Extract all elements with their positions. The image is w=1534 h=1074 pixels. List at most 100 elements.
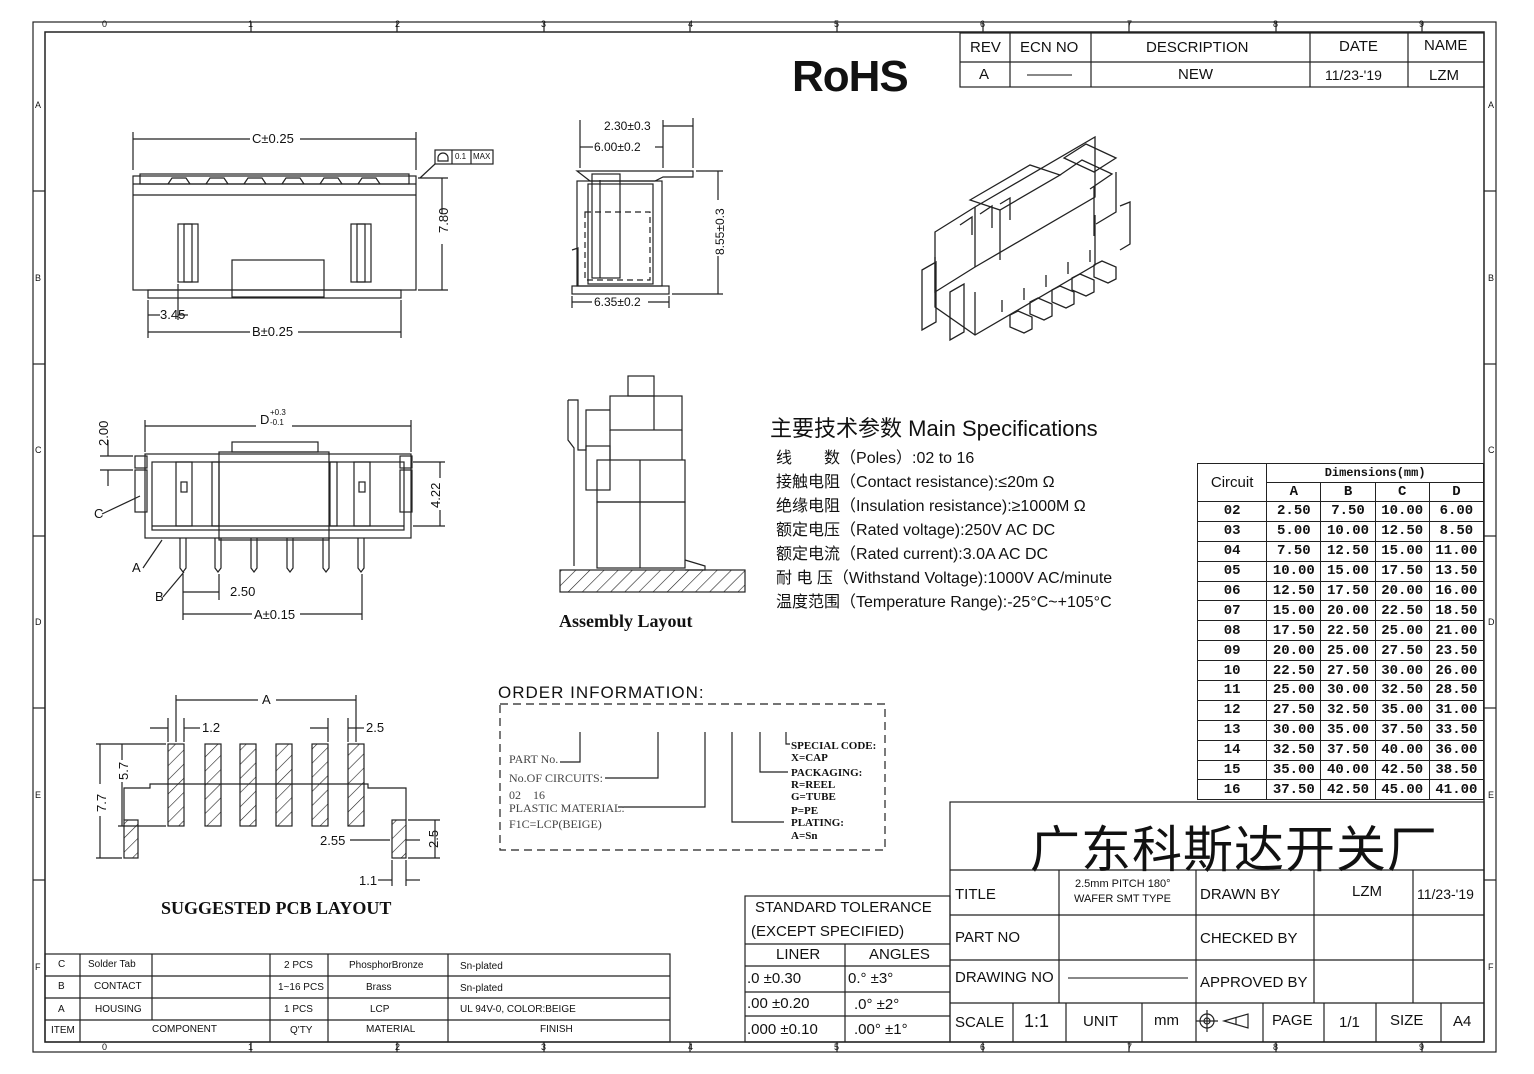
pcb-pitch: 2.5 bbox=[366, 720, 385, 735]
col-number: 1 bbox=[248, 19, 254, 29]
col-number: 3 bbox=[541, 19, 547, 29]
dimension-cell: 20.00 bbox=[1266, 640, 1322, 662]
spec-cn: 温度范围 bbox=[776, 594, 841, 611]
col-c-header: C bbox=[1374, 482, 1430, 502]
isometric-view-drawing bbox=[921, 135, 1131, 342]
dimension-cell: 10.00 bbox=[1374, 501, 1430, 522]
front-height-dimension: 4.22 bbox=[428, 482, 443, 508]
rev-header: REV bbox=[970, 39, 1001, 56]
side-height-dimension: 8.55±0.3 bbox=[713, 208, 727, 255]
spec-en: （Poles）:02 to 16 bbox=[840, 450, 975, 467]
angle-row: 0.° ±3° bbox=[848, 970, 894, 987]
approved-by-label: APPROVED BY bbox=[1200, 974, 1308, 991]
outer-frame bbox=[32, 21, 1497, 1053]
dimension-cell: 15.00 bbox=[1266, 600, 1322, 622]
dimension-cell: 35.00 bbox=[1320, 719, 1376, 741]
dimension-cell: 27.50 bbox=[1320, 660, 1376, 682]
dimension-cell: 35.00 bbox=[1266, 759, 1322, 781]
spec-en: （Contact resistance):≤20m Ω bbox=[840, 474, 1055, 491]
d-upper-tolerance: +0.3 bbox=[270, 408, 286, 417]
col-number: 7 bbox=[1127, 1042, 1133, 1052]
dimension-cell: 17.50 bbox=[1266, 620, 1322, 642]
dimension-cell: 26.00 bbox=[1428, 660, 1485, 682]
a-dimension: A±0.15 bbox=[254, 607, 296, 622]
col-number: 0 bbox=[102, 19, 108, 29]
rev-value: A bbox=[979, 66, 990, 83]
dimension-cell: 2.50 bbox=[1266, 501, 1322, 522]
dimension-cell: 12.50 bbox=[1374, 520, 1430, 542]
liner-row: .000 ±0.10 bbox=[747, 1021, 818, 1038]
assembly-layout-drawing bbox=[559, 375, 746, 593]
circuit-cell: 02 bbox=[1196, 501, 1268, 522]
spec-row: 绝缘电阻（Insulation resistance):≥1000M Ω bbox=[776, 492, 1086, 516]
dimension-cell: 32.50 bbox=[1266, 739, 1322, 761]
spec-row: 线 数（Poles）:02 to 16 bbox=[776, 444, 974, 468]
dimension-cell: 21.00 bbox=[1428, 620, 1485, 642]
dimension-cell: 30.00 bbox=[1320, 680, 1376, 701]
bom-header-finish: FINISH bbox=[540, 1024, 573, 1035]
row-letter: F bbox=[35, 962, 41, 972]
bom-header-component: COMPONENT bbox=[152, 1024, 217, 1035]
name-value: LZM bbox=[1429, 67, 1459, 84]
page-value: 1/1 bbox=[1339, 1014, 1360, 1031]
spec-row: 耐 电 压（Withstand Voltage):1000V AC/minute bbox=[776, 564, 1112, 588]
angles-header: ANGLES bbox=[869, 946, 930, 963]
liner-row: .0 ±0.30 bbox=[747, 970, 802, 987]
dimension-cell: 37.50 bbox=[1320, 739, 1376, 761]
bom-finish: Sn-plated bbox=[460, 983, 503, 994]
order-material-value: F1C=LCP(BEIGE) bbox=[509, 817, 602, 831]
bom-item: C bbox=[58, 959, 66, 970]
row-letter: E bbox=[1488, 790, 1495, 800]
circuit-cell: 03 bbox=[1196, 520, 1268, 542]
order-circuits-range: 02 16 bbox=[509, 788, 546, 802]
order-plating-value: A=Sn bbox=[791, 830, 818, 842]
dimension-cell: 41.00 bbox=[1428, 779, 1485, 801]
dimension-cell: 22.50 bbox=[1374, 600, 1430, 622]
checked-by-label: CHECKED BY bbox=[1200, 930, 1298, 947]
dimension-cell: 7.50 bbox=[1266, 540, 1322, 562]
front-view-drawing bbox=[100, 420, 445, 620]
row-letter: E bbox=[35, 790, 42, 800]
side-base-dimension: 6.35±0.2 bbox=[594, 295, 641, 309]
bom-grid-frame bbox=[44, 953, 671, 1043]
dimension-cell: 37.50 bbox=[1266, 779, 1322, 801]
liner-header: LINER bbox=[776, 946, 821, 963]
dimension-cell: 25.00 bbox=[1374, 620, 1430, 642]
circuit-cell: 16 bbox=[1196, 779, 1268, 801]
bom-qty: 2 PCS bbox=[284, 960, 313, 971]
col-number: 7 bbox=[1127, 19, 1133, 29]
angle-row: .0° ±2° bbox=[854, 996, 900, 1013]
angle-row: .00° ±1° bbox=[854, 1021, 908, 1038]
bom-header-qty: Q'TY bbox=[290, 1025, 313, 1036]
size-value: A4 bbox=[1453, 1013, 1472, 1030]
dimension-cell: 20.00 bbox=[1320, 600, 1376, 622]
dimension-cell: 10.00 bbox=[1320, 520, 1376, 542]
dimension-cell: 27.50 bbox=[1266, 699, 1322, 721]
order-info-drawing bbox=[499, 703, 886, 851]
circuit-cell: 08 bbox=[1196, 620, 1268, 642]
bom-item: A bbox=[58, 1004, 65, 1015]
pcb-pad-height: 5.7 bbox=[116, 761, 131, 780]
dimension-cell: 7.50 bbox=[1320, 501, 1376, 522]
bom-header-material: MATERIAL bbox=[366, 1024, 416, 1035]
size-label: SIZE bbox=[1390, 1012, 1424, 1029]
dimension-cell: 38.50 bbox=[1428, 759, 1485, 781]
date-value: 11/23-'19 bbox=[1325, 67, 1382, 83]
spec-cn: 线 数 bbox=[776, 450, 841, 467]
drawing-no-value: ———————— bbox=[1068, 969, 1188, 986]
col-number: 0 bbox=[102, 1042, 108, 1052]
col-number: 4 bbox=[688, 19, 694, 29]
drawn-by-name: LZM bbox=[1352, 883, 1382, 900]
order-plating: PLATING: bbox=[791, 817, 844, 829]
spec-en: （Rated current):3.0A AC DC bbox=[840, 546, 1049, 563]
drawn-by-label: DRAWN BY bbox=[1200, 886, 1281, 903]
c-dimension: C±0.25 bbox=[252, 131, 294, 146]
